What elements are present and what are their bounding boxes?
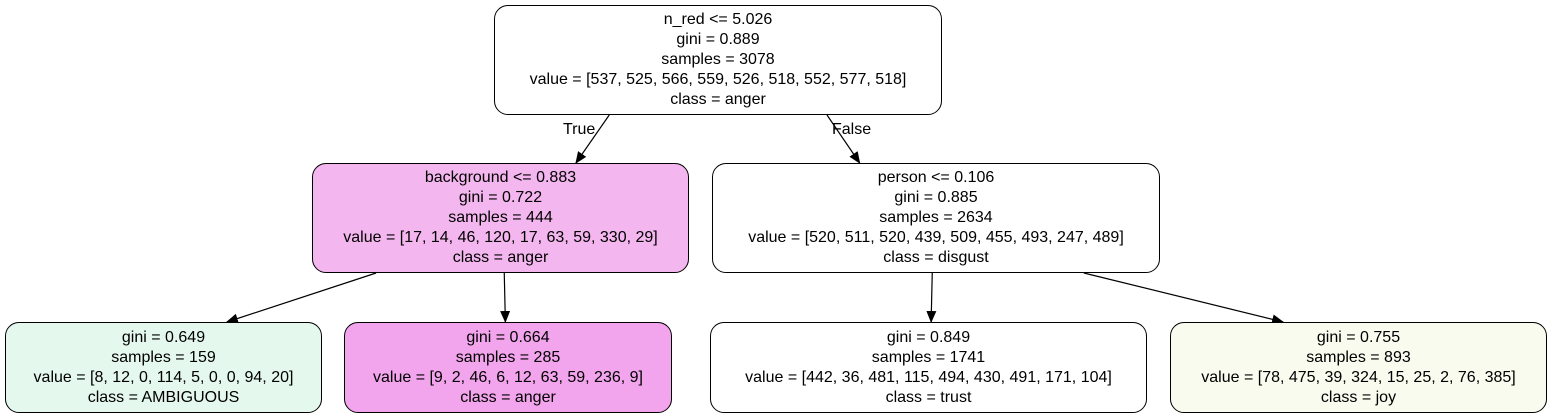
node-gini: gini = 0.722 [458, 189, 543, 206]
node-value: value = [537, 525, 566, 559, 526, 518, 5… [529, 71, 907, 88]
node-samples: samples = 893 [1306, 348, 1411, 366]
node-gini: gini = 0.664 [466, 328, 550, 346]
node-value: value = [78, 475, 39, 324, 15, 25, 2, 76… [1201, 368, 1516, 386]
node-split-rule: n_red <= 5.026 [663, 11, 773, 28]
tree-edge-1-3 [225, 272, 377, 324]
edge-label-true: True [563, 121, 596, 138]
edge-label-false: False [832, 121, 872, 138]
node-value: value = [8, 12, 0, 114, 5, 0, 0, 94, 20] [33, 368, 294, 386]
tree-edge-0-2 [826, 114, 861, 164]
tree-leaf-ambiguous: gini = 0.649 samples = 159 value = [8, 1… [5, 322, 322, 413]
node-gini: gini = 0.649 [121, 328, 206, 346]
node-class: class = anger [670, 91, 766, 108]
node-class: class = AMBIGUOUS [87, 388, 240, 406]
node-class: class = anger [452, 249, 549, 266]
tree-node-root: n_red <= 5.026 gini = 0.889 samples = 30… [494, 5, 942, 115]
node-value: value = [442, 36, 481, 115, 494, 430, 49… [745, 368, 1112, 386]
tree-leaf-anger: gini = 0.664 samples = 285 value = [9, 2… [344, 322, 672, 413]
tree-edge-0-1 [575, 114, 610, 164]
node-split-rule: person <= 0.106 [877, 169, 995, 186]
node-gini: gini = 0.885 [894, 189, 978, 206]
tree-node-background-split: background <= 0.883 gini = 0.722 samples… [312, 163, 689, 273]
node-samples: samples = 3078 [661, 51, 775, 68]
tree-leaf-joy: gini = 0.755 samples = 893 value = [78, … [1170, 322, 1547, 413]
tree-leaf-trust: gini = 0.849 samples = 1741 value = [442… [710, 322, 1147, 413]
node-gini: gini = 0.849 [886, 328, 971, 346]
node-value: value = [9, 2, 46, 6, 12, 63, 59, 236, 9… [373, 368, 643, 386]
node-class: class = disgust [883, 249, 989, 266]
node-class: class = anger [460, 388, 556, 406]
node-split-rule: background <= 0.883 [424, 169, 577, 186]
node-class: class = joy [1320, 388, 1397, 406]
node-samples: samples = 2634 [879, 209, 993, 226]
tree-node-person-split: person <= 0.106 gini = 0.885 samples = 2… [712, 163, 1160, 273]
tree-edge-1-4 [500, 272, 511, 323]
node-class: class = trust [885, 388, 972, 406]
node-gini: gini = 0.755 [1316, 328, 1401, 346]
node-samples: samples = 1741 [871, 348, 986, 366]
tree-edge-2-6 [1083, 272, 1285, 325]
node-samples: samples = 444 [448, 209, 553, 226]
node-value: value = [17, 14, 46, 120, 17, 63, 59, 33… [343, 229, 658, 246]
node-samples: samples = 159 [111, 348, 216, 366]
node-samples: samples = 285 [455, 348, 561, 366]
node-value: value = [520, 511, 520, 439, 509, 455, 4… [748, 229, 1124, 246]
tree-edge-2-5 [926, 272, 937, 323]
node-gini: gini = 0.889 [676, 31, 760, 48]
